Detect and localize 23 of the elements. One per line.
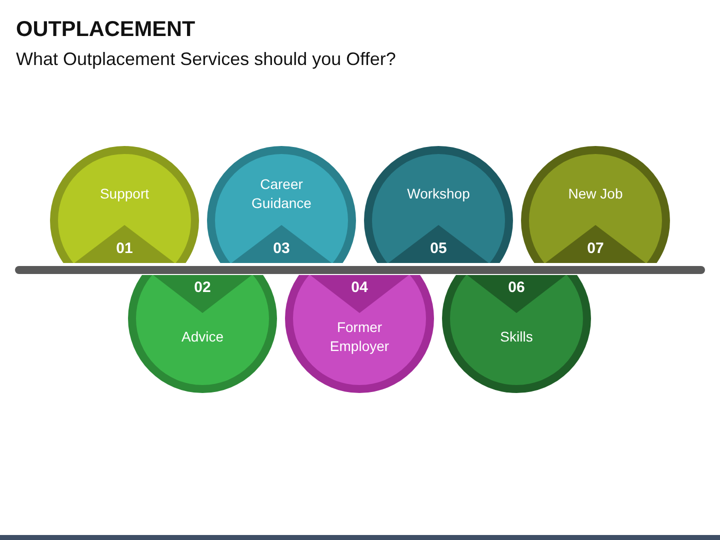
step-number: 03 — [273, 240, 290, 258]
circle-badge — [128, 275, 277, 393]
node-label: Support — [100, 184, 150, 204]
node-label: New Job — [568, 184, 623, 204]
title: OUTPLACEMENT — [16, 16, 196, 43]
step-number: 04 — [351, 279, 368, 297]
node-label: Skills — [500, 328, 533, 346]
step-number: 07 — [587, 240, 604, 258]
node-label: Career Guidance — [250, 175, 312, 213]
circle-badge — [364, 146, 513, 263]
node-label: Former Employer — [328, 318, 390, 356]
node-label: Advice — [181, 328, 224, 346]
step-number: 06 — [508, 279, 525, 297]
circle-badge — [442, 275, 591, 393]
subtitle: What Outplacement Services should you Offer? — [16, 48, 396, 71]
node-label: Workshop — [407, 184, 470, 204]
circle-badge — [521, 146, 670, 263]
step-number: 01 — [116, 240, 133, 258]
circle-badge — [207, 146, 356, 263]
circle-badge — [50, 146, 199, 263]
step-number: 05 — [430, 240, 447, 258]
step-number: 02 — [194, 279, 211, 297]
circle-badge — [285, 275, 434, 393]
